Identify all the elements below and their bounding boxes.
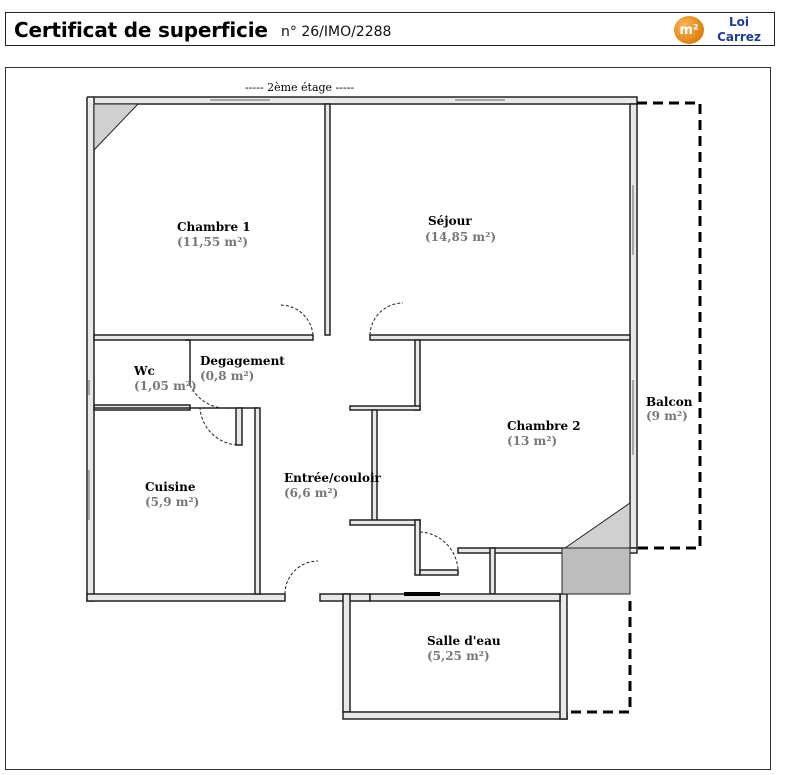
room-salle-eau-name: Salle d'eau bbox=[427, 634, 501, 648]
windows bbox=[88, 99, 634, 520]
room-chambre-1-name: Chambre 1 bbox=[177, 220, 251, 234]
certificate-title: Certificat de superficie bbox=[14, 18, 268, 42]
room-wc-area: (1,05 m²) bbox=[134, 379, 197, 393]
room-entree-area: (6,6 m²) bbox=[284, 486, 339, 500]
room-chambre-1-area: (11,55 m²) bbox=[177, 235, 249, 249]
room-cuisine-area: (5,9 m²) bbox=[145, 495, 200, 509]
room-degagement-name: Degagement bbox=[200, 354, 285, 368]
door-swings bbox=[189, 302, 459, 595]
balcony-outline bbox=[567, 101, 702, 714]
logo-line-1: Loi bbox=[728, 15, 749, 29]
room-entree-name: Entrée/couloir bbox=[284, 471, 381, 485]
certificate-header: Certificat de superficie n° 26/IMO/2288 … bbox=[5, 12, 775, 46]
hatched-corners bbox=[93, 103, 631, 595]
logo-line-2: Carrez bbox=[717, 30, 761, 44]
floor-plan-frame bbox=[5, 67, 771, 770]
loi-carrez-logo-icon: m² bbox=[674, 16, 704, 44]
room-balcon-name: Balcon bbox=[646, 395, 693, 409]
room-sejour-name: Séjour bbox=[428, 214, 472, 228]
room-cuisine-name: Cuisine bbox=[145, 480, 196, 494]
room-chambre-2-area: (13 m²) bbox=[507, 434, 558, 448]
room-sejour-area: (14,85 m²) bbox=[425, 230, 497, 244]
floor-label: ----- 2ème étage ----- bbox=[245, 81, 355, 94]
room-salle-eau-area: (5,25 m²) bbox=[427, 649, 490, 663]
room-balcon-area: (9 m²) bbox=[646, 409, 688, 423]
room-chambre-2-name: Chambre 2 bbox=[507, 419, 581, 433]
room-wc-name: Wc bbox=[134, 364, 155, 378]
certificate-number: n° 26/IMO/2288 bbox=[281, 24, 392, 40]
room-degagement-area: (0,8 m²) bbox=[200, 369, 255, 383]
walls bbox=[86, 96, 638, 720]
loi-carrez-logo-text: Loi Carrez bbox=[710, 15, 768, 45]
